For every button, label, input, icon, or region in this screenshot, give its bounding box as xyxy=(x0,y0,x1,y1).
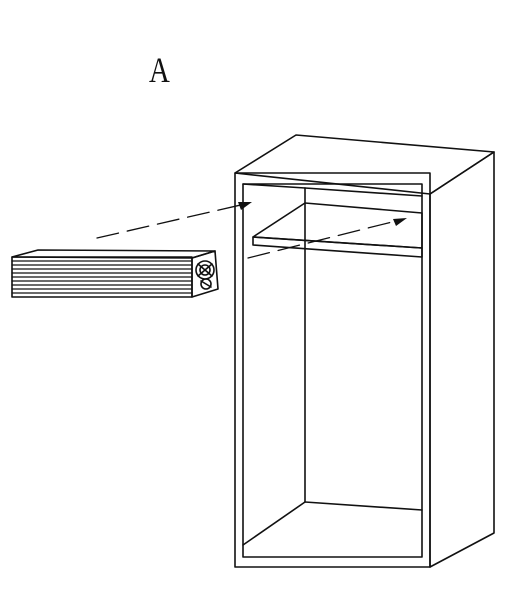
appliance-unit xyxy=(11,249,219,298)
cabinet xyxy=(234,134,495,568)
cabinet-back-bottom-edge xyxy=(304,501,423,511)
arrowhead-lower xyxy=(393,218,407,226)
cabinet-inner-opening xyxy=(242,183,423,558)
fan-icon-inner xyxy=(199,264,211,276)
cabinet-back-top-edge xyxy=(304,187,423,197)
cabinet-top-face xyxy=(234,134,495,195)
diagram-label: A xyxy=(149,50,170,90)
insertion-arrow-lower xyxy=(247,219,401,259)
fan-icon-lower xyxy=(200,278,212,290)
fan-blade-lines xyxy=(197,263,213,288)
unit-ribs xyxy=(11,260,193,294)
arrowheads xyxy=(238,202,407,226)
unit-end-face xyxy=(191,250,219,298)
cabinet-depth-edge-top xyxy=(242,183,306,189)
cabinet-side-face xyxy=(429,151,495,568)
arrowhead-upper xyxy=(238,202,252,210)
insertion-arrows xyxy=(96,203,401,259)
cabinet-depth-edge-bottom xyxy=(242,501,306,546)
insertion-arrow-upper xyxy=(96,203,246,239)
shelf-front-edge xyxy=(252,236,423,258)
